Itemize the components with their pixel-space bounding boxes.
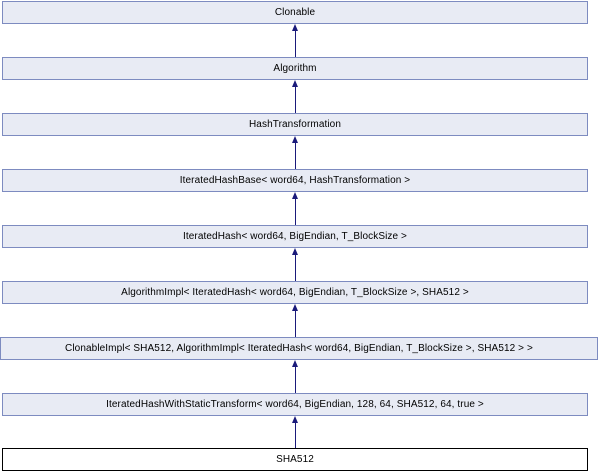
class-node-7[interactable]: IteratedHashWithStaticTransform< word64,… <box>2 393 588 416</box>
class-node-8: SHA512 <box>2 448 588 471</box>
inheritance-arrow-4 <box>290 248 301 281</box>
arrow-shaft <box>295 422 296 448</box>
inheritance-arrow-0 <box>290 24 301 57</box>
arrow-shaft <box>295 86 296 113</box>
class-node-1[interactable]: Algorithm <box>2 57 588 80</box>
inheritance-arrow-1 <box>290 80 301 113</box>
class-node-2[interactable]: HashTransformation <box>2 113 588 136</box>
arrow-shaft <box>295 142 296 169</box>
class-node-3[interactable]: IteratedHashBase< word64, HashTransforma… <box>2 169 588 192</box>
arrow-head-icon <box>292 192 298 199</box>
inheritance-arrow-7 <box>290 416 301 448</box>
inheritance-arrow-2 <box>290 136 301 169</box>
class-node-6[interactable]: ClonableImpl< SHA512, AlgorithmImpl< Ite… <box>0 337 598 360</box>
class-node-4[interactable]: IteratedHash< word64, BigEndian, T_Block… <box>2 225 588 248</box>
arrow-shaft <box>295 198 296 225</box>
arrow-head-icon <box>292 24 298 31</box>
arrow-head-icon <box>292 416 298 423</box>
arrow-shaft <box>295 254 296 281</box>
arrow-head-icon <box>292 248 298 255</box>
arrow-head-icon <box>292 80 298 87</box>
inheritance-arrow-5 <box>290 304 301 337</box>
arrow-shaft <box>295 310 296 337</box>
inheritance-arrow-3 <box>290 192 301 225</box>
inheritance-arrow-6 <box>290 360 301 393</box>
class-node-5[interactable]: AlgorithmImpl< IteratedHash< word64, Big… <box>2 281 588 304</box>
arrow-head-icon <box>292 136 298 143</box>
arrow-shaft <box>295 30 296 57</box>
class-node-0[interactable]: Clonable <box>2 1 588 24</box>
arrow-shaft <box>295 366 296 393</box>
arrow-head-icon <box>292 360 298 367</box>
arrow-head-icon <box>292 304 298 311</box>
